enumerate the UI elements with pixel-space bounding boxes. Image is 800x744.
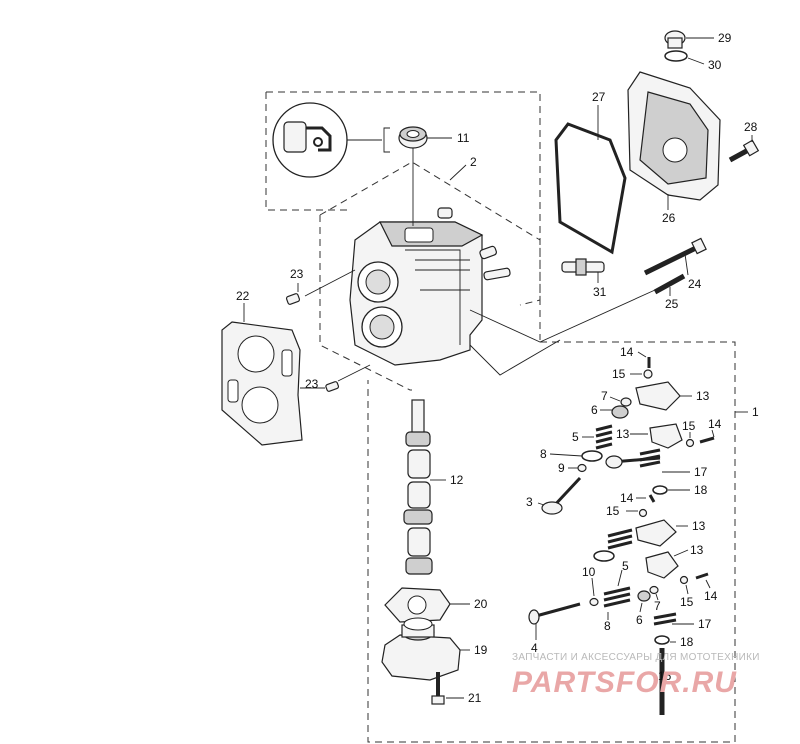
callout-18-a: 18 bbox=[694, 483, 708, 497]
part-21-bolt: 21 bbox=[431, 672, 482, 705]
callout-13-a: 13 bbox=[696, 389, 710, 403]
callout-13-b: 13 bbox=[616, 427, 630, 441]
callout-4: 4 bbox=[531, 641, 538, 655]
callout-29: 29 bbox=[718, 31, 732, 45]
part-12-camshaft: 12 bbox=[403, 399, 464, 575]
callout-5-a: 5 bbox=[572, 430, 579, 444]
callout-18-b: 18 bbox=[680, 635, 694, 649]
assembly-leader-2 bbox=[469, 339, 561, 376]
watermark-logo: PARTSFOR.RU bbox=[512, 666, 737, 699]
part-29-oil-cap: 29 bbox=[664, 30, 732, 49]
part-11-oil-seal: 11 bbox=[272, 102, 470, 178]
callout-12: 12 bbox=[450, 473, 464, 487]
callout-15-c: 15 bbox=[606, 504, 620, 518]
part-19-housing: 19 bbox=[381, 617, 488, 681]
callout-28: 28 bbox=[744, 120, 758, 134]
callout-7-a: 7 bbox=[601, 389, 608, 403]
callout-14-d: 14 bbox=[704, 589, 718, 603]
part-24-head-bolt: 24 bbox=[643, 237, 707, 291]
callout-3: 3 bbox=[526, 495, 533, 509]
callout-5-b: 5 bbox=[622, 559, 629, 573]
callout-6-b: 6 bbox=[636, 613, 643, 627]
watermark-tagline: ЗАПЧАСТИ И АКСЕССУАРЫ ДЛЯ МОТОТЕХНИКИ bbox=[512, 652, 760, 663]
part-2-cylinder-head: 2 bbox=[349, 148, 511, 366]
callout-20: 20 bbox=[474, 597, 488, 611]
callout-1: 1 bbox=[752, 405, 759, 419]
watermark: ЗАПЧАСТИ И АКСЕССУАРЫ ДЛЯ МОТОТЕХНИКИ PA… bbox=[512, 652, 760, 699]
callout-13-d: 13 bbox=[690, 543, 704, 557]
callout-26: 26 bbox=[662, 211, 676, 225]
callout-22: 22 bbox=[236, 289, 250, 303]
part-31-spark-plug: 31 bbox=[561, 258, 607, 299]
callout-21: 21 bbox=[468, 691, 482, 705]
callout-15-a: 15 bbox=[612, 367, 626, 381]
callout-11: 11 bbox=[457, 131, 470, 145]
callout-31: 31 bbox=[593, 285, 607, 299]
callout-24: 24 bbox=[688, 277, 702, 291]
callout-27: 27 bbox=[592, 90, 606, 104]
callout-9: 9 bbox=[558, 461, 565, 475]
callout-23-upper: 23 bbox=[290, 267, 304, 281]
callout-6-a: 6 bbox=[591, 403, 598, 417]
callout-19: 19 bbox=[474, 643, 488, 657]
assembly-leader bbox=[469, 289, 656, 343]
callout-13-c: 13 bbox=[692, 519, 706, 533]
callout-8-a: 8 bbox=[540, 447, 547, 461]
callout-15-d: 15 bbox=[680, 595, 694, 609]
part-20-gasket: 20 bbox=[384, 587, 488, 623]
callout-23-lower: 23 bbox=[305, 377, 319, 391]
callout-8-b: 8 bbox=[604, 619, 611, 633]
part-23-dowel-pins: 23 23 bbox=[285, 267, 371, 392]
part-26-head-cover: 26 bbox=[627, 71, 721, 225]
part-22-head-gasket: 22 bbox=[221, 289, 303, 446]
callout-16: 16 bbox=[658, 669, 672, 683]
callout-17-a: 17 bbox=[694, 465, 708, 479]
callout-25: 25 bbox=[665, 297, 679, 311]
part-30-o-ring: 30 bbox=[664, 50, 722, 72]
callout-30: 30 bbox=[708, 58, 722, 72]
part-28-bolt: 28 bbox=[728, 120, 760, 163]
part-27-cover-gasket: 27 bbox=[554, 90, 627, 255]
callout-14-b: 14 bbox=[708, 417, 722, 431]
callout-2: 2 bbox=[470, 155, 477, 169]
part-1-rocker-assembly: 1 14 15 13 7 6 5 13 15 14 bbox=[526, 345, 759, 715]
callout-15-b: 15 bbox=[682, 419, 696, 433]
callout-10: 10 bbox=[582, 565, 596, 579]
callout-17-b: 17 bbox=[698, 617, 712, 631]
callout-14-c: 14 bbox=[620, 491, 634, 505]
callout-7-b: 7 bbox=[654, 599, 661, 613]
part-25-head-bolt: 25 bbox=[653, 273, 686, 311]
callout-14-a: 14 bbox=[620, 345, 634, 359]
